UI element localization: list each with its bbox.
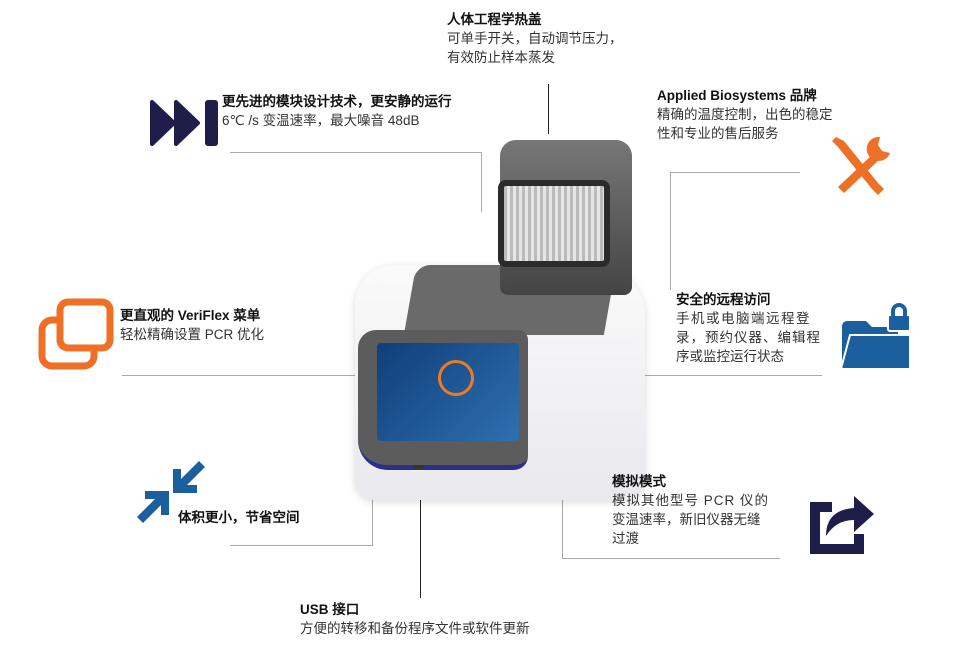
feature-compact: 体积更小，节省空间 [178, 510, 300, 525]
connector-block [230, 152, 482, 153]
feature-emulation: 模拟模式 模拟其他型号 PCR 仪的 变温速率，新旧仪器无缝 过渡 [612, 474, 770, 546]
feature-usb: USB 接口 方便的转移和备份程序文件或软件更新 [300, 602, 530, 636]
lid-plate [498, 180, 610, 267]
connector-veriflex [122, 375, 372, 376]
feature-title: 人体工程学热盖 [447, 12, 542, 27]
usb-port [414, 465, 424, 469]
share-icon [806, 488, 878, 563]
locked-folder-icon [840, 303, 914, 378]
feature-brand: Applied Biosystems 品牌 精确的温度控制，出色的稳定 性和专业… [657, 88, 833, 141]
tools-icon [828, 133, 894, 202]
connector-remote [600, 375, 822, 376]
connector-brand-v [670, 172, 671, 290]
feature-lid: 人体工程学热盖 可单手开关，自动调节压力， 有效防止样本蒸发 [447, 12, 623, 65]
compress-arrows-icon [135, 457, 207, 532]
layers-icon [38, 298, 114, 375]
feature-remote: 安全的远程访问 手机或电脑端远程登 录，预约仪器、编辑程 序或监控运行状态 [676, 292, 821, 364]
connector-usb [420, 470, 421, 598]
connector-brand-h [670, 172, 800, 173]
connector-compact-h [230, 545, 372, 546]
screen-progress-ring [438, 360, 474, 396]
connector-block-v [481, 152, 482, 212]
pcr-instrument-image [350, 135, 650, 505]
connector-emulation-h [562, 558, 780, 559]
connector-lid [548, 84, 549, 134]
feature-veriflex: 更直观的 VeriFlex 菜单 轻松精确设置 PCR 优化 [120, 308, 265, 342]
feature-block: 更先进的模块设计技术，更安静的运行 6℃ /s 变温速率，最大噪音 48dB [222, 94, 452, 128]
fast-forward-icon [150, 98, 222, 153]
